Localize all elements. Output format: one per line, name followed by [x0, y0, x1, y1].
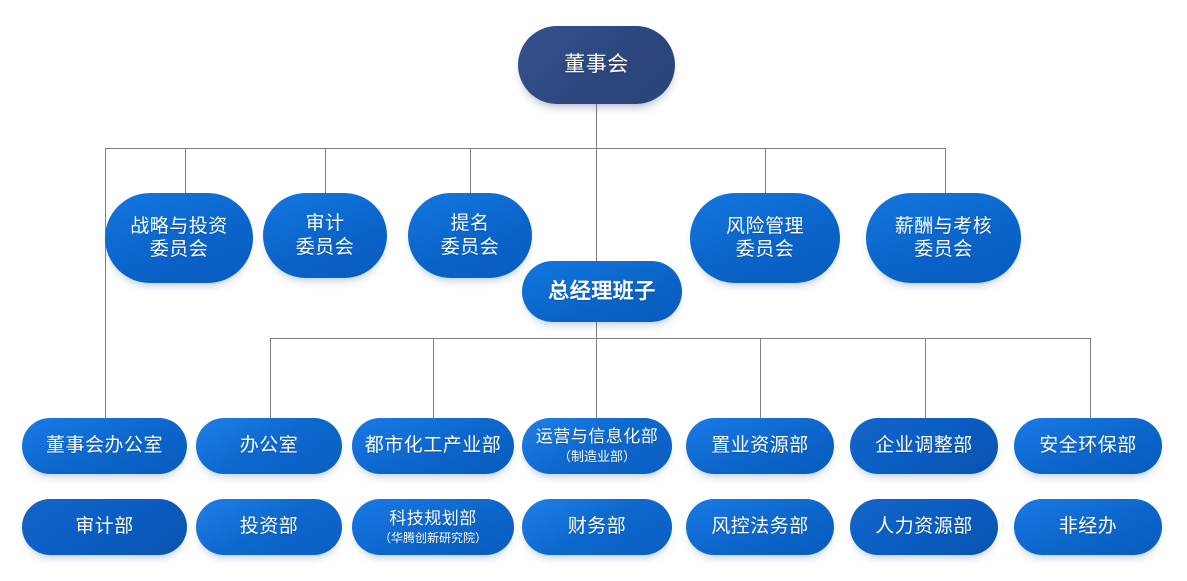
node-label: 董事会办公室: [45, 435, 163, 457]
node-label: 审计部: [75, 516, 134, 538]
node-label-line2: 委员会: [149, 239, 209, 260]
node-label-line1: 审计: [305, 213, 345, 235]
node-department-board-office[interactable]: 董事会办公室: [22, 418, 187, 474]
node-general-manager-team[interactable]: 总经理班子: [522, 261, 682, 322]
node-label: 科技规划部: [389, 508, 477, 528]
node-sublabel: （制造业部）: [557, 448, 636, 464]
connector-board-office-drop: [105, 148, 106, 418]
node-department-enterprise-restructuring[interactable]: 企业调整部: [850, 418, 998, 474]
node-department-audit[interactable]: 审计部: [22, 499, 187, 555]
node-label-line2: 委员会: [295, 236, 355, 258]
node-label-line2: 委员会: [914, 239, 973, 260]
node-committee-audit[interactable]: 审计 委员会: [263, 193, 387, 278]
node-board-of-directors[interactable]: 董事会: [518, 26, 675, 104]
connector-board-to-gm: [596, 148, 597, 261]
connector-drop-committee-1: [185, 148, 186, 193]
node-department-urban-chemical-industry[interactable]: 都市化工产业部: [352, 418, 514, 474]
node-department-technology-planning[interactable]: 科技规划部 （华腾创新研究院）: [352, 499, 514, 555]
node-department-finance[interactable]: 财务部: [522, 499, 672, 555]
connector-gm-stem: [596, 322, 597, 338]
connector-drop-dept-3: [433, 338, 434, 418]
node-label: 董事会: [564, 53, 629, 77]
node-sublabel: （华腾创新研究院）: [378, 530, 487, 545]
node-department-office[interactable]: 办公室: [196, 418, 342, 474]
node-committee-nomination[interactable]: 提名 委员会: [408, 193, 532, 278]
node-department-non-operating[interactable]: 非经办: [1014, 499, 1162, 555]
node-label: 都市化工产业部: [364, 435, 502, 457]
node-department-property-resources[interactable]: 置业资源部: [686, 418, 834, 474]
connector-drop-dept-5: [760, 338, 761, 418]
node-department-human-resources[interactable]: 人力资源部: [850, 499, 998, 555]
node-department-safety-environment[interactable]: 安全环保部: [1014, 418, 1162, 474]
node-label-line1: 战略与投资: [130, 215, 228, 237]
node-label-line2: 委员会: [440, 236, 500, 258]
node-department-investment[interactable]: 投资部: [196, 499, 342, 555]
connector-drop-dept-7: [1090, 338, 1091, 418]
node-department-operations-informatization[interactable]: 运营与信息化部 （制造业部）: [522, 418, 672, 474]
node-label-line2: 委员会: [735, 239, 795, 260]
node-label: 人力资源部: [875, 516, 973, 538]
node-label: 风控法务部: [711, 516, 809, 538]
connector-drop-dept-4: [596, 338, 597, 418]
node-label: 非经办: [1058, 516, 1118, 538]
node-label-line1: 薪酬与考核: [894, 215, 993, 237]
connector-drop-dept-6: [925, 338, 926, 418]
node-department-risk-control-legal[interactable]: 风控法务部: [686, 499, 834, 555]
node-label: 安全环保部: [1039, 435, 1137, 457]
connector-drop-committee-3: [470, 148, 471, 193]
node-committee-compensation-appraisal[interactable]: 薪酬与考核 委员会: [866, 193, 1021, 283]
node-label: 置业资源部: [711, 435, 809, 457]
node-label-line1: 风险管理: [725, 215, 804, 237]
connector-department-bus: [270, 338, 1091, 339]
node-committee-strategy-investment[interactable]: 战略与投资 委员会: [105, 193, 253, 283]
node-committee-risk-management[interactable]: 风险管理 委员会: [690, 193, 840, 283]
node-label: 企业调整部: [875, 435, 973, 457]
node-label: 办公室: [239, 435, 299, 457]
connector-drop-committee-2: [325, 148, 326, 193]
connector-committee-bus: [105, 148, 946, 149]
connector-drop-committee-4: [765, 148, 766, 193]
node-label: 投资部: [239, 516, 299, 538]
node-label: 总经理班子: [548, 279, 656, 303]
node-label-line1: 提名: [450, 213, 490, 235]
connector-drop-committee-5: [945, 148, 946, 193]
connector-board-stem: [596, 104, 597, 148]
node-label: 财务部: [567, 516, 627, 538]
connector-drop-dept-2: [270, 338, 271, 418]
node-label: 运营与信息化部: [535, 427, 659, 447]
